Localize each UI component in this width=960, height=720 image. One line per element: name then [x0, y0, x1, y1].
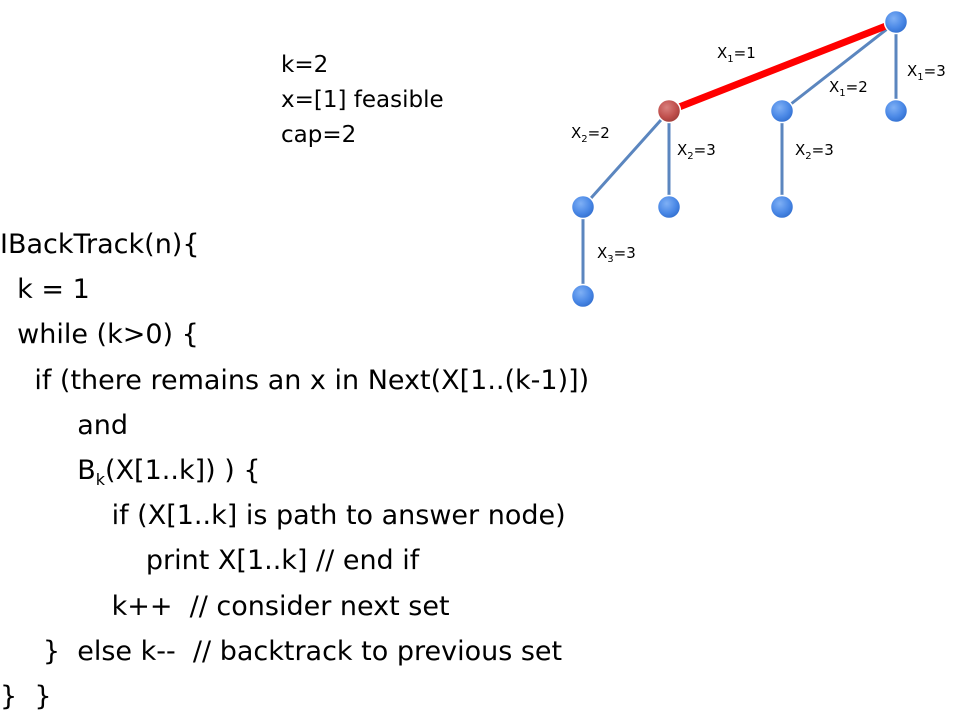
cap-value: cap=2: [281, 122, 357, 148]
tree-edge-x1_1-to-x1_1_x2_2: [581, 109, 671, 209]
edge-label-subscript: 3: [607, 254, 614, 265]
edge-label-subscript: 1: [839, 88, 846, 99]
code-line-6-suffix: (X[1..k]) ) {: [105, 454, 261, 486]
code-line-6-subscript: k: [95, 469, 106, 489]
state-panel: k=2 x=[1] feasible cap=2: [281, 48, 444, 153]
k-value: k=2: [281, 52, 329, 78]
code-line-6: Bk(X[1..k]) ) {: [0, 448, 589, 493]
edge-label-x1_1_x2_3: X2=3: [677, 141, 716, 162]
edge-label-var: X: [717, 44, 728, 62]
edge-label-value: =3: [613, 244, 636, 262]
code-line-6-prefix: B: [0, 454, 96, 486]
code-line-8: print X[1..k] // end if: [0, 545, 420, 577]
edge-label-var: X: [677, 141, 688, 159]
tree-node-root: [883, 9, 909, 35]
code-line-1: IBackTrack(n){: [0, 229, 200, 260]
code-line-7: if (X[1..k] is path to answer node): [0, 500, 566, 532]
tree-node-x1_3: [883, 98, 909, 124]
edge-label-subscript: 1: [917, 72, 924, 83]
edge-label-x1_1_x2_2_x3_3: X3=3: [597, 244, 636, 265]
code-line-5: and: [0, 409, 129, 441]
edge-label-x1_1: X1=1: [717, 44, 756, 65]
edge-label-x1_1_x2_2: X2=2: [571, 124, 610, 145]
tree-node-x1_1_x2_2: [570, 194, 596, 220]
edge-label-value: =1: [733, 44, 756, 62]
edge-label-value: =2: [845, 78, 868, 96]
tree-nodes: [570, 9, 909, 309]
edge-label-var: X: [907, 62, 918, 80]
edge-label-subscript: 2: [581, 134, 588, 145]
edge-label-value: =2: [587, 124, 610, 142]
code-line-10: } else k-- // backtrack to previous set: [0, 635, 563, 667]
x-value: x=[1] feasible: [281, 87, 444, 113]
pseudocode-block: IBackTrack(n){ k = 1 while (k>0) { if (t…: [0, 222, 589, 719]
tree-node-x1_2: [769, 98, 795, 124]
tree-node-x1_1-current: [656, 98, 682, 124]
edge-label-var: X: [795, 141, 806, 159]
tree-node-x1_2_x2_3: [769, 194, 795, 220]
code-line-11: } }: [0, 680, 52, 712]
edge-label-value: =3: [693, 141, 716, 159]
edge-label-subscript: 2: [805, 151, 812, 162]
edge-label-value: =3: [923, 62, 946, 80]
edge-label-subscript: 1: [727, 54, 734, 65]
tree-node-x1_1_x2_3: [656, 194, 682, 220]
code-line-4: if (there remains an x in Next(X[1..(k-1…: [0, 364, 590, 396]
edge-label-subscript: 2: [687, 151, 694, 162]
edge-label-x1_2_x2_3: X2=3: [795, 141, 834, 162]
tree-edge-root-to-x1_1-active: [665, 18, 900, 115]
code-line-3: while (k>0) {: [0, 319, 199, 351]
edge-label-x1_2: X1=2: [829, 78, 868, 99]
tree-node-x1_1_x2_2_x3_3: [570, 283, 596, 309]
code-line-9: k++ // consider next set: [0, 590, 450, 622]
edge-label-var: X: [597, 244, 608, 262]
edge-label-var: X: [829, 78, 840, 96]
edge-label-var: X: [571, 124, 582, 142]
edge-label-x1_3: X1=3: [907, 62, 946, 83]
code-line-2: k = 1: [0, 274, 90, 306]
edge-label-value: =3: [811, 141, 834, 159]
tree-edges: [581, 18, 900, 298]
tree-edge-root-to-x1_2: [780, 20, 898, 113]
